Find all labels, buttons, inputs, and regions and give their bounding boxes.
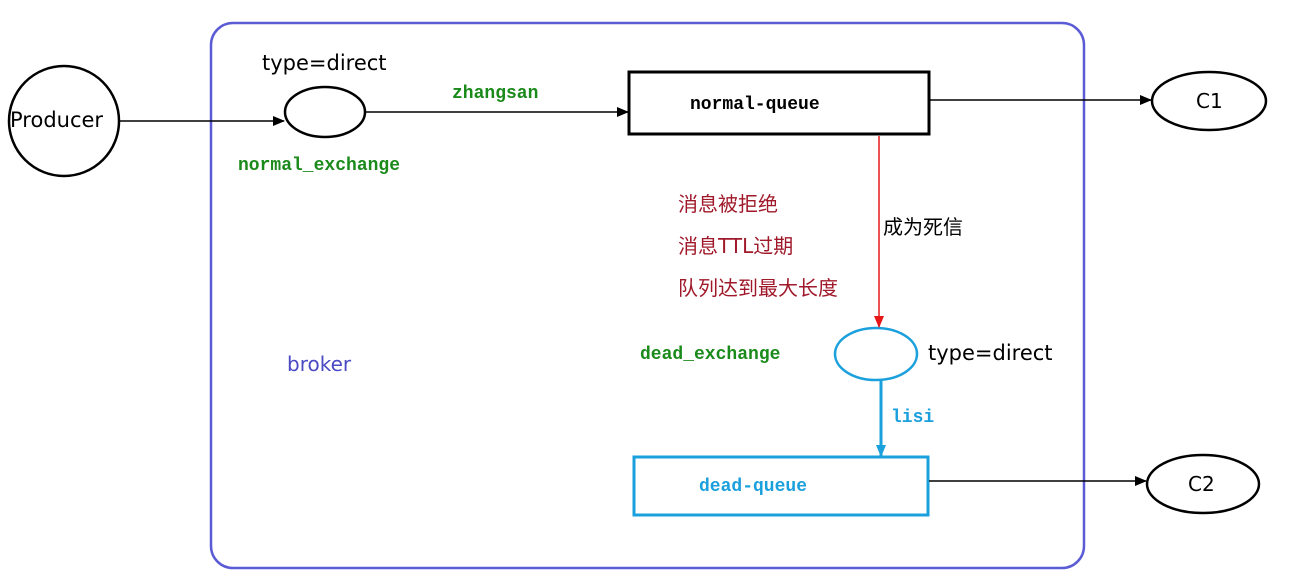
- dead-exchange-type-label: type=direct: [928, 341, 1053, 365]
- producer-label: Producer: [10, 108, 104, 132]
- dead-queue-label: dead-queue: [699, 477, 808, 497]
- consumer-c1-node: [1150, 70, 1268, 132]
- consumer-c1-label: C1: [1196, 89, 1223, 113]
- consumer-c2-node: [1145, 453, 1261, 515]
- routing-key-lisi: lisi: [891, 408, 935, 428]
- normal-exchange-name: normal_exchange: [238, 156, 401, 176]
- dead-queue-box: [632, 455, 930, 517]
- dead-letter-reason-rejected: 消息被拒绝: [678, 192, 778, 216]
- routing-key-zhangsan: zhangsan: [452, 84, 539, 104]
- broker-boundary: [209, 21, 1086, 570]
- normal-exchange-type-label: type=direct: [262, 51, 387, 75]
- dead-letter-reason-ttl: 消息TTL过期: [678, 234, 794, 258]
- consumer-c2-label: C2: [1188, 472, 1215, 496]
- normal-queue-box: [627, 70, 931, 136]
- broker-label: broker: [287, 352, 352, 376]
- normal-exchange-node: [283, 85, 367, 139]
- dead-letter-reason-max-length: 队列达到最大长度: [678, 276, 838, 300]
- normal-queue-label: normal-queue: [690, 95, 820, 115]
- dead-exchange-name: dead_exchange: [640, 345, 781, 365]
- producer-node: [7, 64, 121, 178]
- dead-exchange-node: [833, 326, 919, 382]
- become-dead-letter-label: 成为死信: [883, 215, 963, 239]
